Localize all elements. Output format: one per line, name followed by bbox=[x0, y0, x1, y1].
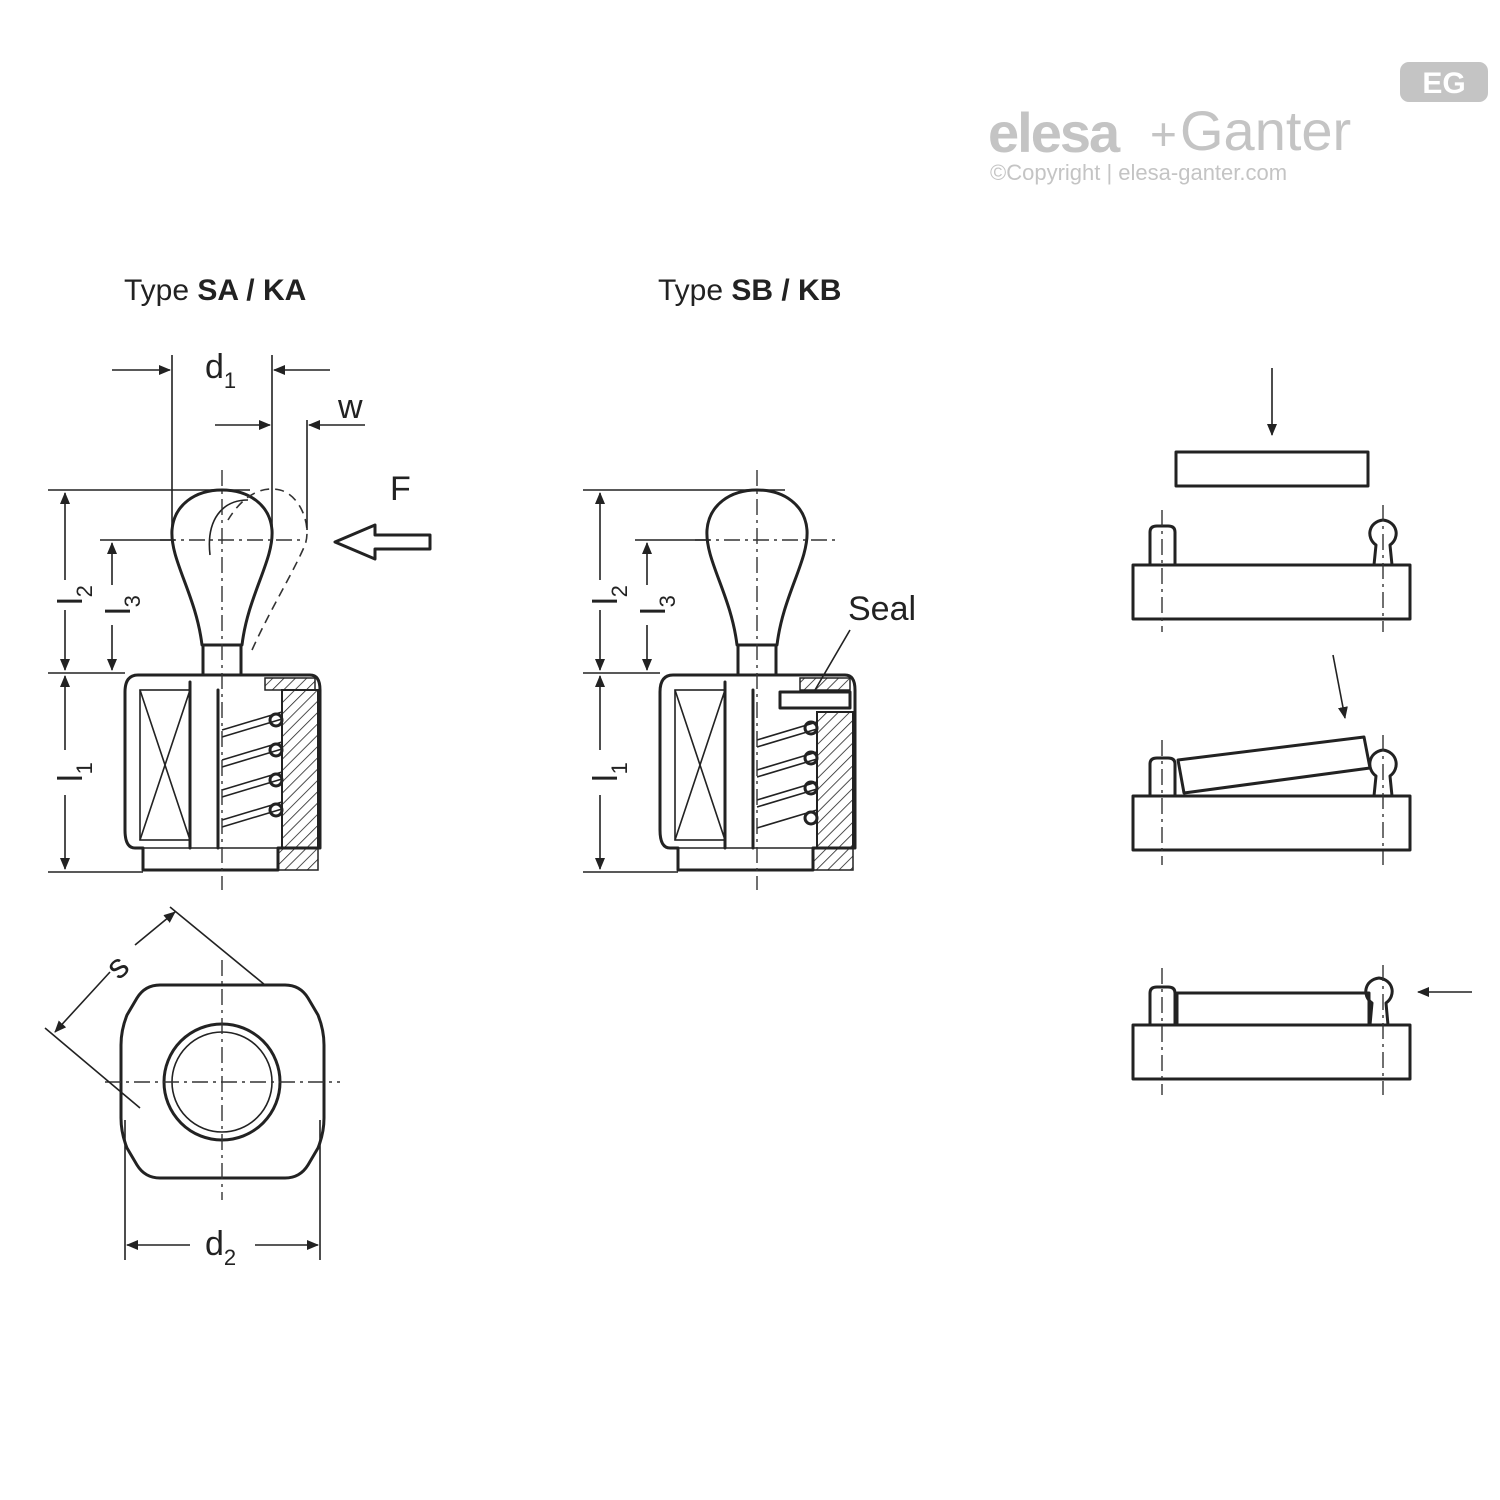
dim-l3-label: l3 bbox=[635, 595, 680, 615]
dimensions-type-sa-ka: d1 w F l2 l3 l1 bbox=[48, 348, 432, 873]
down-arrow bbox=[1332, 654, 1348, 719]
hex-outline bbox=[119, 983, 326, 1180]
force-f-label: F bbox=[390, 470, 411, 508]
dim-w-label: w bbox=[337, 388, 363, 426]
usage-step-2 bbox=[1131, 654, 1412, 865]
collar-hatch bbox=[277, 847, 319, 871]
base-plate bbox=[1131, 563, 1412, 621]
plunger-body bbox=[123, 673, 322, 872]
s-arrow-left bbox=[54, 971, 111, 1033]
seal-label: Seal bbox=[848, 590, 916, 628]
fixed-pin bbox=[1148, 756, 1177, 798]
brand-logo: elesa + Ganter EG ©Copyright | elesa-gan… bbox=[988, 62, 1488, 185]
usage-step-3 bbox=[1131, 965, 1472, 1095]
dim-l1-label: l1 bbox=[52, 762, 97, 782]
title-prefix: Type bbox=[658, 274, 731, 307]
top-hatch bbox=[264, 677, 316, 691]
dim-d2-label: d2 bbox=[205, 1225, 236, 1270]
seal-leader bbox=[814, 629, 851, 691]
fixed-pin bbox=[1148, 985, 1177, 1027]
top-hatch bbox=[799, 677, 851, 691]
spring bbox=[756, 720, 819, 829]
view-title-type-sa-ka: Type SA / KA bbox=[124, 274, 306, 307]
logo-text-elesa: elesa bbox=[988, 101, 1121, 164]
logo-badge-text: EG bbox=[1422, 67, 1465, 100]
title-prefix: Type bbox=[124, 274, 197, 307]
workpiece-seated bbox=[1175, 991, 1371, 1027]
dim-l1-label: l1 bbox=[587, 762, 632, 782]
logo-text-plus: + bbox=[1150, 108, 1177, 160]
workpiece bbox=[1174, 450, 1370, 488]
view-title-type-sb-kb: Type SB / KB bbox=[658, 274, 841, 307]
side-view-type-sb-kb: Seal bbox=[658, 470, 916, 890]
side-view-type-sa-ka bbox=[123, 470, 322, 890]
usage-step-1 bbox=[1131, 368, 1412, 632]
workpiece-tilted bbox=[1176, 735, 1372, 795]
title-bold: SB / KB bbox=[731, 274, 841, 307]
spring bbox=[221, 711, 284, 828]
logo-copyright: ©Copyright | elesa-ganter.com bbox=[990, 160, 1287, 185]
s-arrow-right bbox=[134, 911, 176, 946]
dim-d1-label: d1 bbox=[205, 348, 236, 393]
dim-s-label: s bbox=[99, 947, 137, 987]
knob-inner-line bbox=[208, 499, 249, 556]
plunger-body bbox=[658, 673, 857, 872]
logo-text-ganter: Ganter bbox=[1180, 99, 1351, 162]
hex-flat-cross bbox=[674, 689, 726, 841]
dim-l3-label: l3 bbox=[100, 595, 145, 615]
base-plate bbox=[1131, 1023, 1412, 1081]
collar-hatch bbox=[812, 847, 854, 871]
title-bold: SA / KA bbox=[197, 274, 306, 307]
wall-hatch bbox=[281, 689, 319, 849]
logo-badge bbox=[1400, 62, 1488, 102]
dimensions-type-sb-kb: l2 l3 l1 bbox=[583, 489, 785, 873]
hex-flat-cross bbox=[139, 689, 191, 841]
dim-l2-label: l2 bbox=[52, 585, 97, 605]
tilted-knob-phantom bbox=[227, 488, 308, 651]
seal-ring bbox=[778, 690, 852, 710]
top-view-hex: s d2 bbox=[44, 906, 340, 1270]
base-plate bbox=[1131, 794, 1412, 852]
force-arrow bbox=[333, 523, 432, 561]
wall-hatch bbox=[816, 711, 854, 849]
indexing-plunger bbox=[1364, 976, 1394, 1027]
dim-l2-label: l2 bbox=[587, 585, 632, 605]
